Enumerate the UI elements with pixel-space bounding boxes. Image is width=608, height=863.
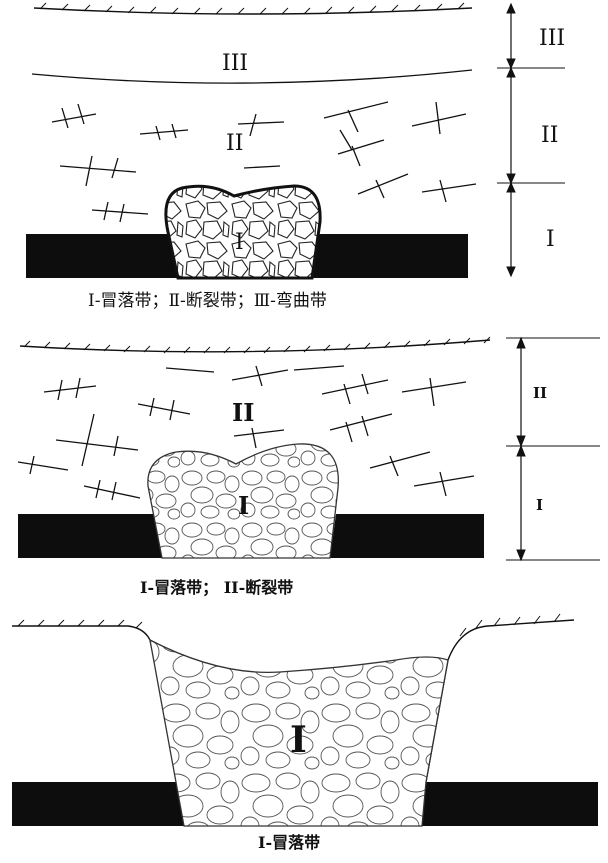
surface-hatching-2 xyxy=(23,336,491,354)
panel-3: I I-冒落带 xyxy=(12,613,598,852)
zone-label-caving-2: I xyxy=(238,491,249,520)
zone-label-caving: I xyxy=(235,230,244,255)
ground-surface-1 xyxy=(33,7,473,15)
coal-seam-2 xyxy=(18,514,484,558)
fracture-cracks-1 xyxy=(51,101,477,223)
surface-hatching-1 xyxy=(39,2,465,15)
surface-hatching-3 xyxy=(17,613,561,637)
caption-3: I-冒落带 xyxy=(258,833,320,852)
scale-label-fracture-2: II xyxy=(533,384,547,402)
caving-zone-1 xyxy=(164,184,322,280)
fracture-cracks-2 xyxy=(17,365,475,501)
panel-2: II I II xyxy=(17,336,600,597)
caving-zone-3 xyxy=(149,638,449,827)
caption-1: Ⅰ-冒落带；Ⅱ-断裂带；Ⅲ-弯曲带 xyxy=(88,291,327,311)
zone-scale-1 xyxy=(497,2,565,278)
scale-label-fracture: II xyxy=(541,123,558,148)
scale-label-caving-2: I xyxy=(536,496,543,514)
scale-label-caving: I xyxy=(546,227,555,252)
panel-1: III II I xyxy=(26,2,565,311)
zone-label-bending: III xyxy=(222,51,248,76)
coal-seam-1 xyxy=(26,234,468,278)
zone-label-fracture-2: II xyxy=(232,398,254,427)
scale-label-bending: III xyxy=(539,26,565,51)
caption-2: I-冒落带； II-断裂带 xyxy=(140,578,293,597)
caving-zone-2 xyxy=(147,443,339,559)
zone-scale-2 xyxy=(506,336,600,562)
coal-seam-3 xyxy=(12,782,598,826)
bending-zone-boundary xyxy=(31,69,473,84)
zone-label-fracture: II xyxy=(226,131,243,156)
zone-label-caving-3: I xyxy=(290,719,307,761)
ground-surface-2 xyxy=(19,339,491,353)
